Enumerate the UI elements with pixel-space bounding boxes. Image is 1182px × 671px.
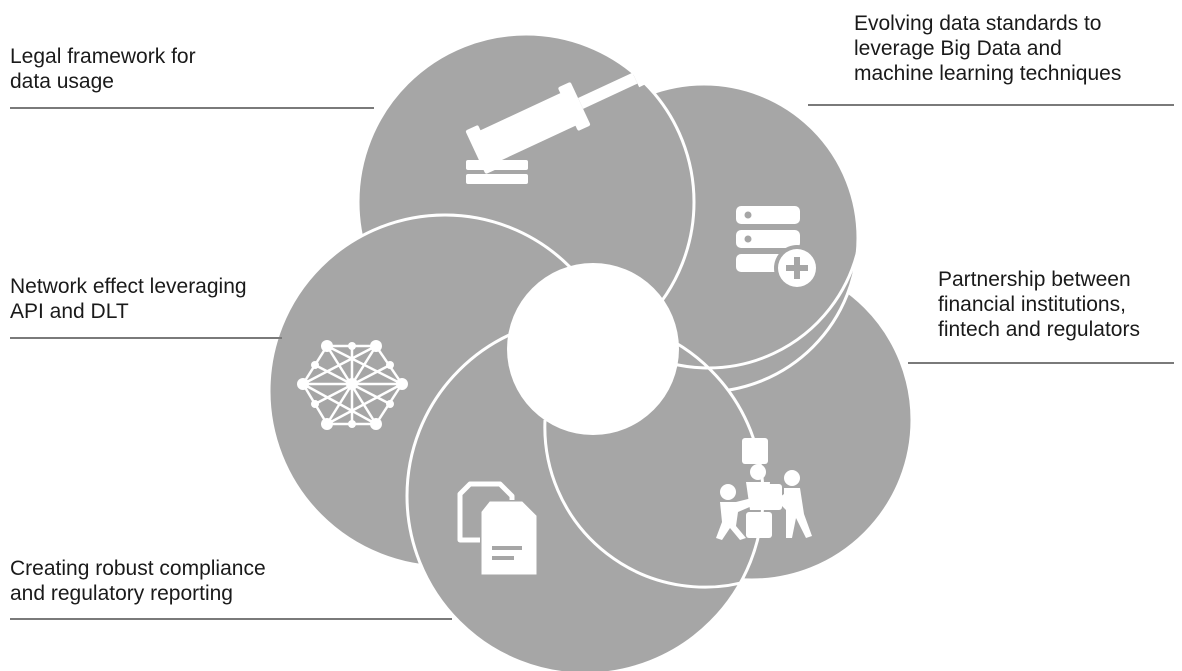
center-circle <box>507 263 679 435</box>
gavel-icon <box>465 63 652 184</box>
rule-network <box>10 337 282 339</box>
rule-partnership <box>908 362 1174 364</box>
rule-legal <box>10 107 374 109</box>
label-legal: Legal framework for data usage <box>10 45 196 93</box>
rule-compliance <box>10 618 452 620</box>
label-partnership: Partnership between financial institutio… <box>938 268 1140 341</box>
label-network: Network effect leveraging API and DLT <box>10 275 247 323</box>
rule-standards <box>808 104 1174 106</box>
network-icon <box>297 340 408 430</box>
teamwork-icon <box>716 438 812 540</box>
label-standards: Evolving data standards to leverage Big … <box>854 12 1122 85</box>
documents-icon <box>457 481 538 576</box>
label-compliance: Creating robust compliance and regulator… <box>10 557 266 605</box>
database-plus-icon <box>736 206 820 291</box>
